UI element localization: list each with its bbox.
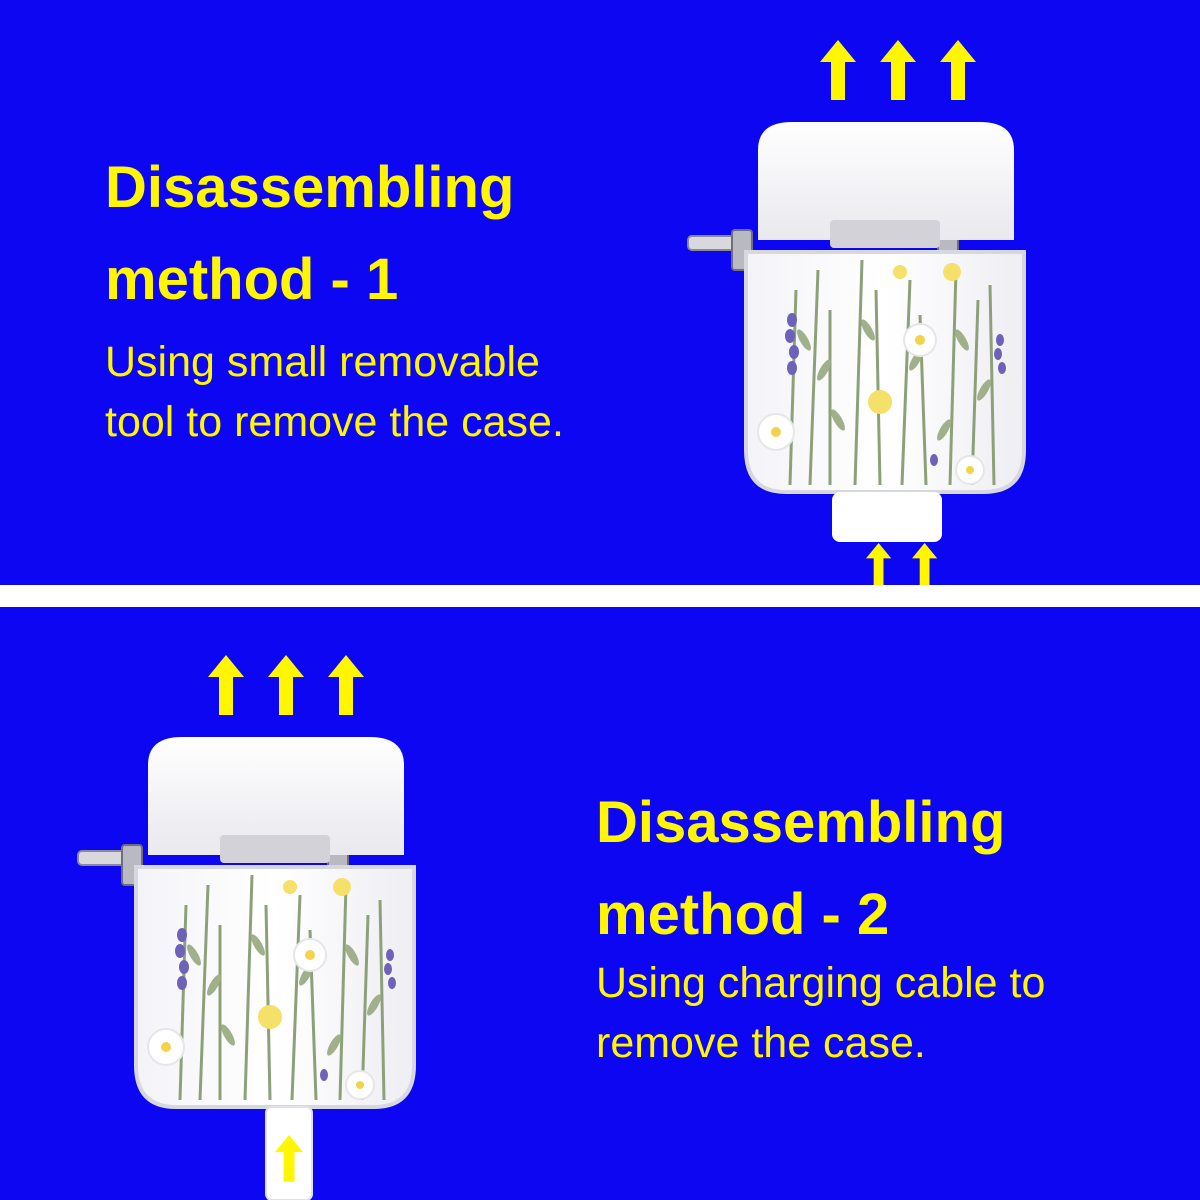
method-2-title-line1: Disassembling	[596, 790, 1006, 855]
method-1-title: Disassembling method - 1	[105, 142, 514, 326]
method-1-panel: Disassembling method - 1 Using small rem…	[0, 0, 1200, 585]
removal-tool-image	[832, 492, 942, 542]
method-1-desc-line1: Using small removable	[105, 338, 540, 386]
method-1-desc-line2: tool to remove the case.	[105, 398, 564, 446]
method-1-title-line1: Disassembling	[105, 155, 515, 220]
method-2-desc-line2: remove the case.	[596, 1019, 926, 1067]
up-arrow-icon	[208, 655, 244, 715]
method-2-title-line2: method - 2	[596, 882, 890, 947]
method-2-description: Using charging cable to remove the case.	[596, 953, 1045, 1073]
method-2-panel: Disassembling method - 2 Using charging …	[0, 607, 1200, 1200]
up-arrow-icon	[820, 40, 856, 100]
up-arrow-icon	[866, 543, 892, 585]
method-2-desc-line1: Using charging cable to	[596, 959, 1046, 1007]
up-arrow-icon	[328, 655, 364, 715]
up-arrow-icon	[880, 40, 916, 100]
method-1-title-line2: method - 1	[105, 247, 399, 312]
up-arrow-icon	[268, 655, 304, 715]
up-arrow-icon	[912, 543, 938, 585]
up-arrow-icon	[940, 40, 976, 100]
earbuds-case-image	[686, 40, 1026, 585]
earbuds-case-image	[76, 655, 416, 1200]
method-1-description: Using small removable tool to remove the…	[105, 332, 564, 452]
method-2-title: Disassembling method - 2	[596, 777, 1005, 961]
